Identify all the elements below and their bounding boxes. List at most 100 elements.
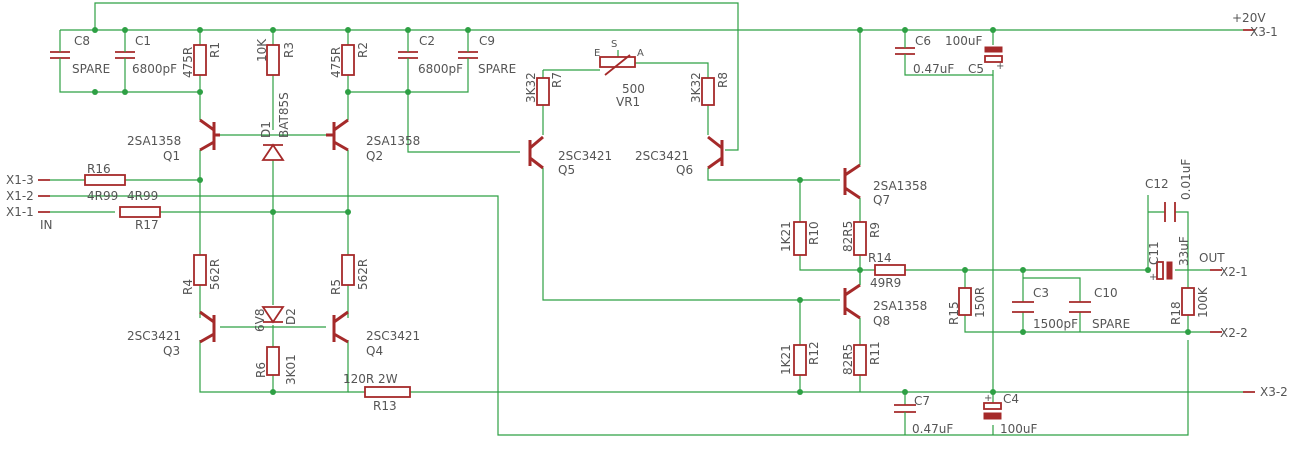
- svg-text:+: +: [984, 393, 992, 404]
- r6-ref: R6: [254, 362, 268, 378]
- r4-val: 562R: [208, 259, 222, 290]
- c5-val: 100uF: [945, 34, 983, 48]
- d2-ref: D2: [284, 308, 298, 325]
- capacitor-c9: [458, 45, 478, 70]
- connector-pins: [38, 29, 1255, 393]
- vr1-pin-e: E: [594, 48, 600, 59]
- d1-val: BAT85S: [277, 92, 291, 138]
- resistor-r2: [341, 44, 355, 76]
- c11-ref: C11: [1147, 241, 1161, 265]
- vr1-pin-s: S: [611, 39, 617, 50]
- r10-val: 1K21: [779, 221, 793, 252]
- r1-ref: R1: [208, 42, 222, 58]
- resistor-r3: [266, 44, 280, 76]
- potentiometer-vr1: [599, 54, 636, 76]
- transistor-q5: [528, 135, 544, 170]
- r16-ref: R16: [87, 162, 111, 176]
- c2-ref: C2: [419, 34, 435, 48]
- c9-ref: C9: [479, 34, 495, 48]
- resistor-r18: [1181, 287, 1195, 316]
- x3-2-label: X3-2: [1260, 385, 1288, 399]
- capacitor-c3: [1012, 301, 1034, 313]
- r9-val: 82R5: [841, 221, 855, 252]
- c6-ref: C6: [915, 34, 931, 48]
- resistor-r12: [793, 344, 807, 376]
- resistor-r13: [364, 386, 411, 398]
- resistor-r17: [119, 206, 161, 218]
- r11-val: 82R5: [841, 344, 855, 375]
- r5-ref: R5: [329, 279, 343, 295]
- c5-ref: C5: [968, 62, 984, 76]
- wires: [50, 2, 1243, 436]
- r13-ref: R13: [373, 399, 397, 413]
- resistor-r4: [193, 254, 207, 286]
- q2-ref: Q2: [366, 149, 383, 163]
- r5-val: 562R: [356, 259, 370, 290]
- vr1-val: 500: [622, 82, 645, 96]
- r17-val: 4R99: [127, 189, 158, 203]
- capacitor-c10: [1069, 301, 1091, 313]
- r15-ref: R15: [947, 301, 961, 325]
- r17-ref: R17: [135, 218, 159, 232]
- capacitor-c7: [894, 404, 916, 423]
- c2-val: 6800pF: [418, 62, 463, 76]
- r11-ref: R11: [868, 341, 882, 365]
- q6-val: 2SC3421: [635, 149, 689, 163]
- q3-ref: Q3: [163, 344, 180, 358]
- c9-val: SPARE: [478, 62, 516, 76]
- c4-ref: C4: [1003, 392, 1019, 406]
- r15-val: 150R: [973, 287, 987, 318]
- q8-ref: Q8: [873, 314, 890, 328]
- out-label: OUT: [1199, 251, 1225, 265]
- r10-ref: R10: [807, 221, 821, 245]
- transistor-q7: [843, 163, 861, 200]
- r7-ref: R7: [550, 72, 564, 88]
- c7-ref: C7: [914, 394, 930, 408]
- c12-ref: C12: [1145, 177, 1169, 191]
- r2-val: 475R: [329, 47, 343, 78]
- r14-ref: R14: [868, 251, 892, 265]
- svg-text:+: +: [996, 61, 1004, 72]
- q4-ref: Q4: [366, 344, 383, 358]
- d1-ref: D1: [259, 121, 273, 138]
- q5-val: 2SC3421: [558, 149, 612, 163]
- c3-val: 1500pF: [1033, 317, 1078, 331]
- svg-text:+: +: [1149, 272, 1157, 283]
- resistor-r10: [793, 221, 807, 256]
- diode-d2: [261, 306, 285, 324]
- transistor-q2: [326, 118, 349, 152]
- capacitor-c8: [50, 30, 70, 70]
- resistor-r14: [874, 264, 906, 276]
- c12-val: 0.01uF: [1179, 159, 1193, 200]
- c8-val: SPARE: [72, 62, 110, 76]
- c11-val: 33uF: [1177, 236, 1191, 266]
- c7-val: 0.47uF: [912, 422, 953, 436]
- r4-ref: R4: [181, 279, 195, 295]
- r3-val: 10K: [255, 38, 269, 62]
- resistor-r16: [84, 174, 126, 186]
- capacitor-c6: [895, 42, 915, 62]
- resistor-r9: [853, 221, 867, 256]
- c10-val: SPARE: [1092, 317, 1130, 331]
- x3-1-label: X3-1: [1250, 25, 1278, 39]
- q7-val: 2SA1358: [873, 179, 927, 193]
- capacitor-c5: +: [984, 46, 1004, 72]
- resistor-r7: [536, 77, 550, 106]
- q8-val: 2SA1358: [873, 299, 927, 313]
- q5-ref: Q5: [558, 163, 575, 177]
- transistor-q3: [199, 310, 216, 344]
- c1-val: 6800pF: [132, 62, 177, 76]
- vr1-ref: VR1: [616, 95, 640, 109]
- capacitor-c1: [115, 30, 135, 70]
- junctions: [92, 27, 1191, 395]
- resistor-r15: [958, 287, 972, 316]
- r7-val: 3K32: [524, 72, 538, 103]
- in-label: IN: [40, 218, 53, 232]
- resistor-r1: [193, 44, 207, 76]
- diode-d1: [261, 143, 285, 161]
- x1-1-label: X1-1: [6, 205, 34, 219]
- q3-val: 2SC3421: [127, 329, 181, 343]
- c6-val: 0.47uF: [913, 62, 954, 76]
- r18-val: 100K: [1196, 286, 1210, 318]
